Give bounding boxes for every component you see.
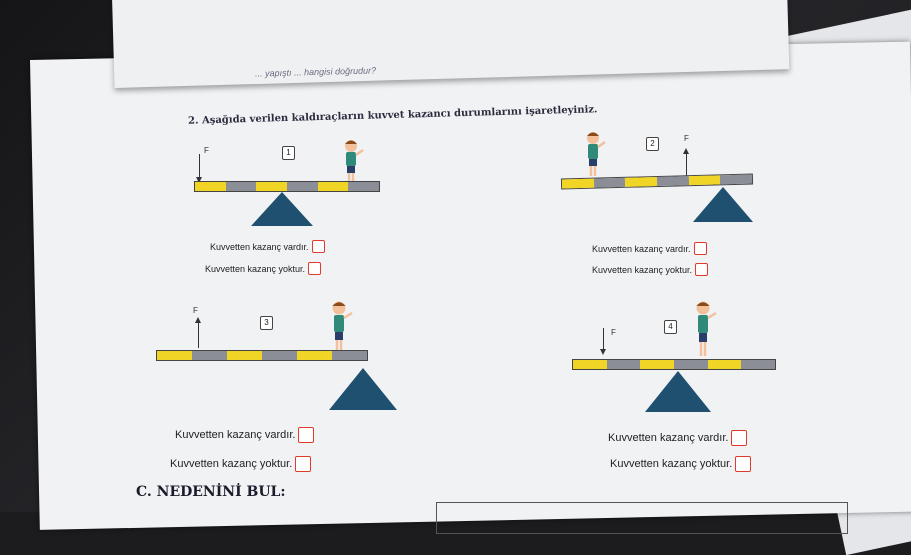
checkbox-gain-3[interactable]: [298, 427, 315, 443]
lever-number-badge: 1: [282, 146, 295, 160]
lever-plank: [572, 359, 776, 370]
force-arrow-down-icon: [196, 154, 202, 183]
option-label: Kuvvetten kazanç vardır.: [210, 241, 309, 252]
force-label: F: [611, 328, 616, 337]
option-no-gain-2: Kuvvetten kazanç yoktur.: [592, 263, 709, 276]
option-label: Kuvvetten kazanç vardır.: [592, 243, 691, 254]
child-figure-icon: [332, 301, 353, 352]
child-figure-icon: [345, 140, 364, 182]
force-label: F: [204, 146, 209, 155]
lever-number-badge: 2: [646, 137, 659, 151]
option-no-gain-1: Kuvvetten kazanç yoktur.: [205, 262, 322, 275]
option-no-gain-4: Kuvvetten kazanç yoktur.: [610, 456, 752, 472]
force-arrow-up-icon: [195, 317, 201, 348]
lever-number-badge: 4: [664, 320, 677, 334]
lever-plank: [194, 181, 380, 192]
force-arrow-up-icon: [683, 148, 689, 177]
option-label: Kuvvetten kazanç yoktur.: [170, 458, 293, 470]
option-label: Kuvvetten kazanç vardır.: [175, 429, 296, 441]
child-figure-icon: [696, 301, 717, 356]
section-c-heading: C. NEDENİNİ BUL:: [136, 484, 286, 500]
option-gain-4: Kuvvetten kazanç vardır.: [608, 430, 748, 446]
checkbox-gain-2[interactable]: [693, 242, 707, 255]
checkbox-no-gain-4[interactable]: [735, 456, 752, 472]
force-label: F: [684, 134, 689, 143]
child-figure-icon: [587, 132, 606, 176]
fulcrum-triangle: [329, 368, 397, 410]
option-label: Kuvvetten kazanç yoktur.: [592, 264, 693, 275]
checkbox-no-gain-3[interactable]: [295, 456, 312, 472]
option-label: Kuvvetten kazanç yoktur.: [610, 458, 733, 470]
option-label: Kuvvetten kazanç yoktur.: [205, 263, 306, 274]
fulcrum-triangle: [645, 371, 711, 412]
checkbox-gain-1[interactable]: [311, 240, 325, 253]
lever-number-badge: 3: [260, 316, 273, 330]
option-label: Kuvvetten kazanç vardır.: [608, 432, 729, 444]
force-arrow-down-icon: [600, 328, 606, 355]
checkbox-no-gain-1[interactable]: [308, 262, 322, 275]
option-no-gain-3: Kuvvetten kazanç yoktur.: [170, 456, 312, 472]
answer-box[interactable]: [436, 502, 848, 534]
option-gain-2: Kuvvetten kazanç vardır.: [592, 242, 707, 255]
checkbox-gain-4[interactable]: [731, 430, 748, 446]
option-gain-1: Kuvvetten kazanç vardır.: [210, 240, 325, 253]
checkbox-no-gain-2[interactable]: [695, 263, 709, 276]
option-gain-3: Kuvvetten kazanç vardır.: [175, 427, 315, 443]
fulcrum-triangle: [693, 187, 753, 222]
force-label: F: [193, 306, 198, 315]
lever-plank: [156, 350, 368, 361]
fulcrum-triangle: [251, 192, 313, 226]
